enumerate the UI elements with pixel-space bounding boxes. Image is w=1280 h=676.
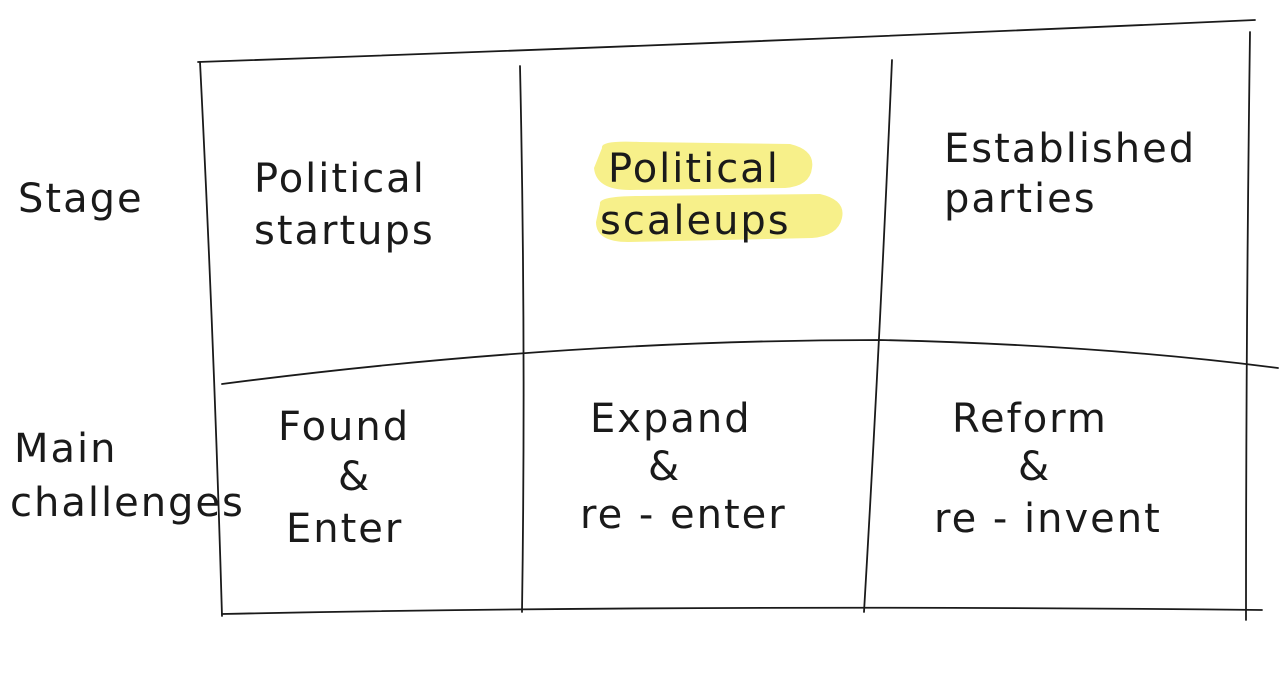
challenge-1-line2: & <box>338 454 371 500</box>
challenge-1-line1: Found <box>278 404 410 450</box>
challenge-cell-3: Reform & re - invent <box>934 396 1162 542</box>
matrix-grid <box>197 19 1279 621</box>
grid-top-line <box>197 19 1256 63</box>
challenge-2-line2: & <box>648 444 681 490</box>
grid-middle-line <box>221 339 1279 385</box>
challenge-2-line3: re - enter <box>580 492 787 538</box>
stage-3-line2: parties <box>944 176 1097 222</box>
stage-3-line1: Established <box>944 126 1196 172</box>
stage-2-line2: scaleups <box>600 198 791 244</box>
row-label-challenges-line2: challenges <box>10 480 245 526</box>
challenge-2-line1: Expand <box>590 396 752 442</box>
row-label-stage: Stage <box>18 176 144 222</box>
challenge-3-line2: & <box>1018 444 1051 490</box>
challenge-cell-2: Expand & re - enter <box>580 396 787 538</box>
row-label-challenges-line1: Main <box>14 426 118 472</box>
stage-1-line2: startups <box>254 208 435 254</box>
stage-2-line1: Political <box>608 146 780 192</box>
stage-1-line1: Political <box>254 156 426 202</box>
stage-cell-1: Political startups <box>254 156 435 254</box>
highlight-marker <box>594 141 843 242</box>
stage-cell-2: Political scaleups <box>600 146 791 244</box>
grid-divider-1 <box>519 65 525 613</box>
challenge-3-line3: re - invent <box>934 496 1162 542</box>
grid-left-line <box>199 61 223 617</box>
challenge-3-line1: Reform <box>952 396 1108 442</box>
grid-right-line <box>1245 31 1251 621</box>
grid-divider-2 <box>863 59 893 613</box>
grid-bottom-line <box>221 606 1263 615</box>
challenge-cell-1: Found & Enter <box>278 404 410 552</box>
challenge-1-line3: Enter <box>286 506 403 552</box>
stage-cell-3: Established parties <box>944 126 1196 222</box>
